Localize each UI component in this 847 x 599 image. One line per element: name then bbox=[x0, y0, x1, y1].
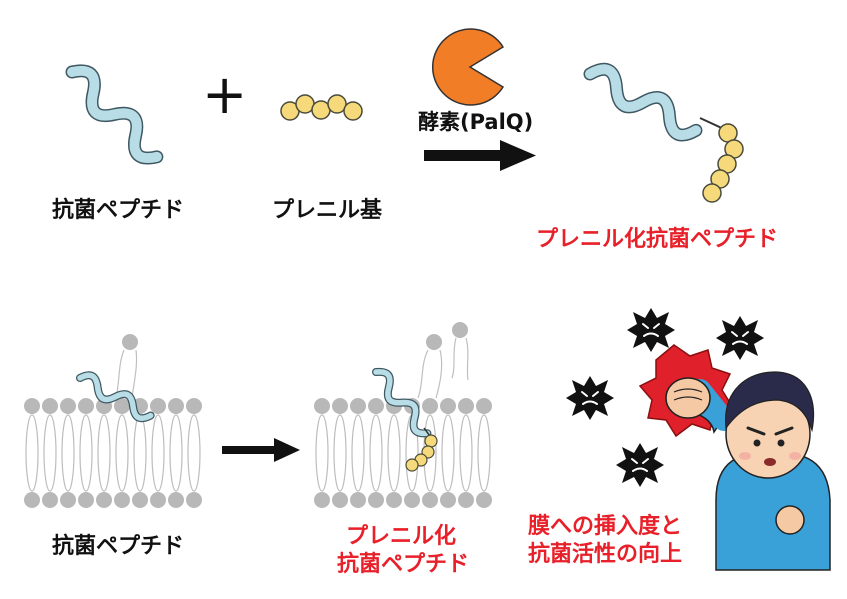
prenylated-peptide-product bbox=[584, 63, 744, 203]
effect-label-line2: 抗菌活性の向上 bbox=[528, 542, 683, 567]
reaction-arrow bbox=[424, 140, 536, 171]
membrane-left-label: 抗菌ペプチド bbox=[52, 534, 185, 559]
enzyme-label: 酵素(PalQ) bbox=[418, 110, 534, 134]
prenyl-group-beads bbox=[280, 94, 363, 121]
membrane-middle-label-line1: プレニル化 bbox=[346, 524, 457, 549]
boy-character bbox=[665, 371, 831, 571]
product-label: プレニル化抗菌ペプチド bbox=[536, 227, 779, 252]
membrane-middle bbox=[313, 397, 493, 509]
prenyl-label: プレニル基 bbox=[272, 198, 383, 223]
effect-label-line1: 膜への挿入度と bbox=[528, 514, 683, 539]
membrane-left bbox=[24, 334, 202, 508]
plus-sign: + bbox=[202, 63, 248, 126]
antimicrobial-peptide-helix bbox=[64, 64, 166, 166]
membrane-middle-label-line2: 抗菌ペプチド bbox=[337, 552, 470, 577]
enzyme-icon bbox=[432, 28, 505, 106]
prenylated-peptide-in-membrane bbox=[370, 322, 469, 472]
membrane-arrow bbox=[222, 438, 300, 462]
peptide-label: 抗菌ペプチド bbox=[52, 198, 185, 223]
